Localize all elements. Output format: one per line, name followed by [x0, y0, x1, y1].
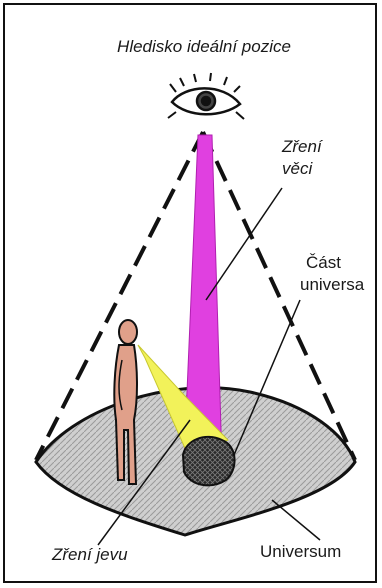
part-of-universe — [183, 437, 235, 485]
label-seeing-things-line1: Zření — [281, 137, 324, 156]
label-seeing-phenomenon: Zření jevu — [51, 545, 128, 564]
label-ideal-position: Hledisko ideální pozice — [117, 37, 291, 56]
pointer-seeing-things — [206, 188, 282, 300]
label-universe: Universum — [260, 542, 341, 561]
pointer-universe — [272, 500, 320, 540]
label-part-universe-line2: universa — [300, 275, 365, 294]
eye-icon — [168, 73, 244, 119]
label-seeing-things-line2: věci — [282, 159, 313, 178]
label-part-universe-line1: Část — [306, 253, 341, 272]
